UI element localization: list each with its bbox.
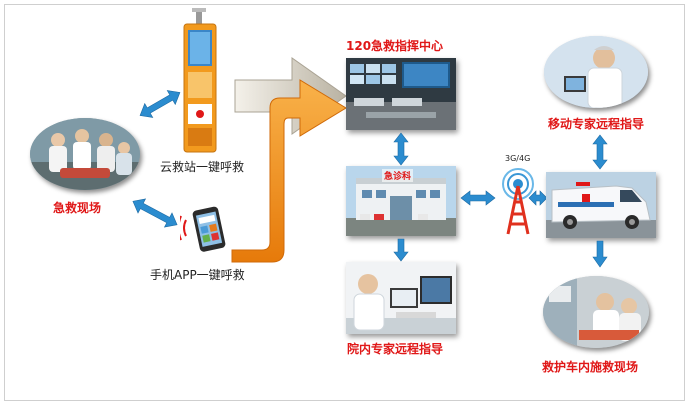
- hospital-experts-label: 院内专家远程指导: [347, 342, 444, 356]
- ambulance-photo: [546, 172, 656, 238]
- emergency-dept-label: 急诊科: [382, 169, 414, 182]
- mobile-phone: [180, 206, 226, 252]
- orange-flow-arrow: [231, 79, 347, 263]
- rescue-team-illustration: [30, 118, 140, 190]
- gray-flow-arrow: [234, 57, 347, 135]
- mobile-experts-photo: [544, 36, 648, 108]
- ambulance-scene-arrow: [592, 240, 608, 268]
- doctor-with-tablet-illustration: [544, 36, 648, 108]
- scene-station-arrow: [139, 90, 181, 118]
- ambulance-scene-label: 救护车内施救现场: [542, 360, 639, 374]
- cloud-station-kiosk: [183, 8, 217, 153]
- scene-phone-arrow: [132, 198, 178, 228]
- tower-ambulance-arrow: [528, 190, 548, 206]
- emergency-scene-label: 急救现场: [53, 201, 102, 215]
- dept-hospital-arrow: [393, 238, 409, 262]
- dept-tower-arrow: [460, 190, 496, 206]
- doctor-at-computer-illustration: [346, 262, 456, 334]
- ambulance-scene-photo: [543, 276, 649, 348]
- in-ambulance-treatment-illustration: [543, 276, 649, 348]
- control-room-illustration: [346, 58, 456, 130]
- ambulance-illustration: [546, 172, 656, 238]
- mobile-app-label: 手机APP一键呼救: [150, 268, 245, 282]
- network-label: 3G/4G: [505, 154, 531, 163]
- dispatch-dept-arrow: [393, 132, 409, 166]
- mobile-experts-label: 移动专家远程指导: [548, 117, 645, 131]
- dispatch-center-label: 120急救指挥中心: [346, 39, 444, 53]
- signal-tower-icon: [502, 168, 534, 235]
- ambulance-mobile-arrow: [592, 134, 608, 170]
- dispatch-center-photo: [346, 58, 456, 130]
- emergency-scene-photo: [30, 118, 140, 190]
- hospital-experts-photo: [346, 262, 456, 334]
- cloud-station-label: 云救站一键呼救: [160, 160, 245, 174]
